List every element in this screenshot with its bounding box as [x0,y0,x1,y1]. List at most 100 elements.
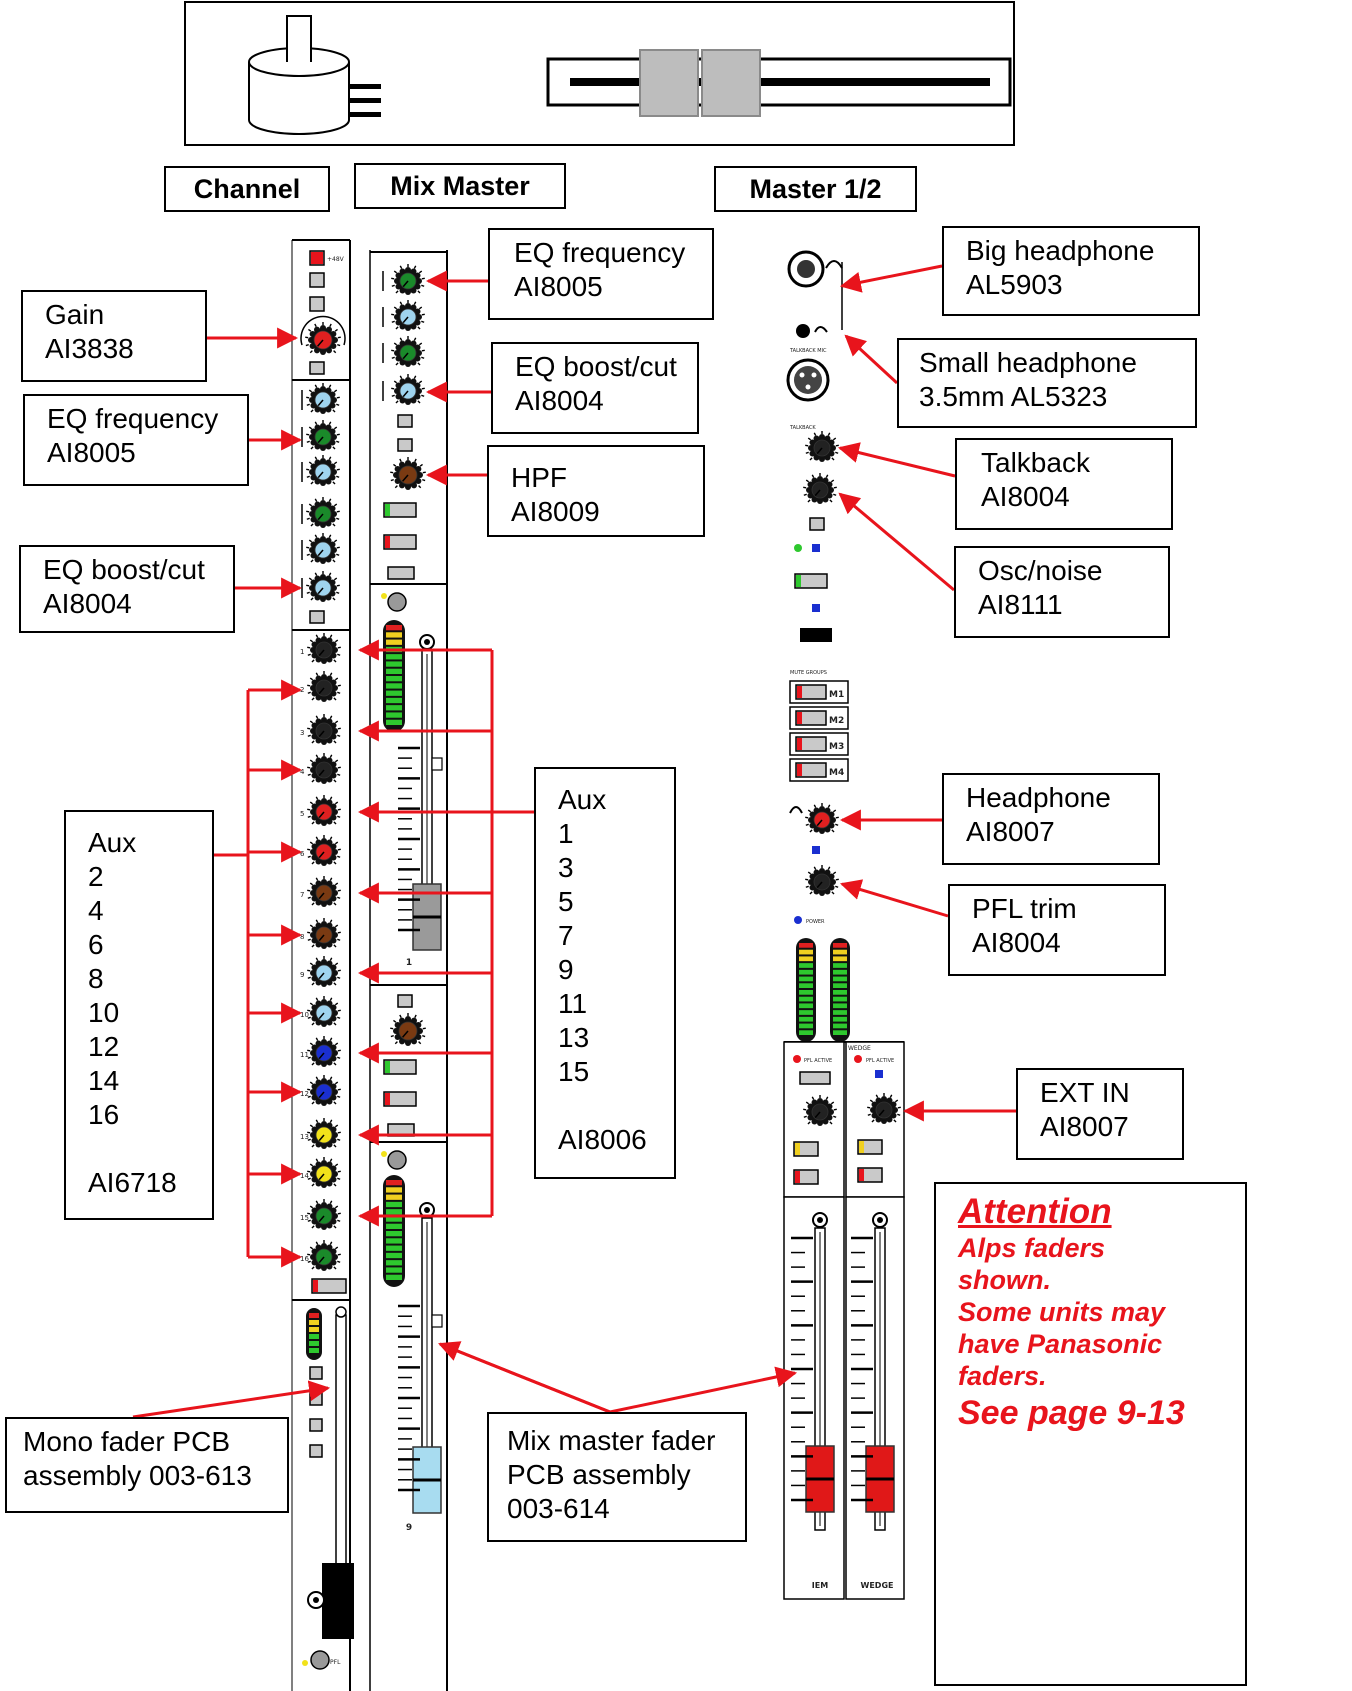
eq-frequency-mid-callout: EQ frequency AI8005 [488,228,714,320]
pfl-active-label: PFL ACTIVE [866,1058,894,1064]
ext-on-button [793,1141,819,1157]
knob-icon [805,803,839,834]
big-headphone-part: AL5903 [966,269,1063,300]
headphone-label: Headphone [966,782,1111,813]
fader-scale [851,1236,873,1502]
aux-left-item: 2 [88,861,104,892]
small-headphone-jack-icon [796,324,810,338]
small-headphone-part: 3.5mm AL5323 [919,381,1108,412]
aux-mid-part: AI8006 [558,1124,647,1155]
aux-left-item: 14 [88,1065,120,1096]
mix-master-header-label: Mix Master [390,170,530,201]
aux-left-item: 8 [88,963,104,994]
gain-part: AI3838 [45,333,134,364]
aux-left-item: 10 [88,997,120,1028]
master-header: Master 1/2 [714,166,917,212]
aux-mid-item: 5 [558,886,574,917]
aux-number: 14 [300,1172,309,1180]
arrow [839,264,943,293]
pfl-trim-callout: PFL trim AI8004 [948,884,1166,976]
rotary-pot-icon [248,15,381,135]
attention-note: Attention Alps faders shown. Some units … [934,1182,1247,1686]
mute-group-button [795,684,827,700]
attention-page-ref: See page 9-13 [958,1394,1185,1432]
mix-master-fader-line1: Mix master fader [507,1425,716,1456]
arrow [609,1366,798,1414]
aux-mid-callout: Aux 1 3 5 7 9 11 13 15 AI8006 [534,767,676,1179]
knob-icon [307,1240,341,1271]
osc-noise-label: Osc/noise [978,555,1103,586]
mono-fader-callout: Mono fader PCB assembly 003-613 [5,1417,289,1513]
knob-icon [391,264,425,295]
eq-boost-left-part: AI8004 [43,588,132,619]
level-meter [383,620,405,732]
mix-strip-number: 1 [406,958,412,968]
fader [412,1202,442,1514]
phantom-label: +48V [327,256,345,263]
mono-fader-line1: Mono fader PCB [23,1426,230,1457]
channel-header-label: Channel [193,173,301,204]
level-meter [830,938,850,1042]
aux-number: 1 [300,648,304,656]
headphone-icon [825,260,843,269]
ext-in-callout: EXT IN AI8007 [1016,1068,1184,1160]
aux-number: 5 [300,810,304,818]
aux-left-part: AI6718 [88,1167,177,1198]
eq-in-button [309,610,325,624]
level-meter [796,938,816,1042]
hpf-callout: HPF AI8009 [487,445,705,537]
mute-group-button [795,762,827,778]
fader [412,634,442,951]
knob-icon [391,374,425,405]
mix-master-strip: 19 [369,250,448,1691]
fader-scale [791,1236,813,1502]
small-headphone-callout: Small headphone 3.5mm AL5323 [897,338,1197,428]
power-label: POWER [806,919,825,925]
mute-group-label: M4 [829,768,844,778]
fader-scale [398,746,420,932]
eq-frequency-left-label: EQ frequency [47,403,219,434]
osc-noise-callout: Osc/noise AI8111 [954,546,1170,638]
knob-icon [307,671,341,702]
eq-frequency-mid-label: EQ frequency [514,237,686,268]
aux-number: 9 [300,971,304,979]
mute-group-button [309,1366,323,1380]
eq-frequency-mid-part: AI8005 [514,271,603,302]
wedge-label: WEDGE [861,1581,894,1590]
mix-mute-button [383,534,417,550]
knob-icon [805,865,839,896]
aux-number: 4 [300,768,305,776]
eq-boost-mid-callout: EQ boost/cut AI8004 [491,342,699,434]
mix-master-header: Mix Master [354,163,566,209]
mute-group-label: M1 [829,690,844,700]
wedge-top-label: WEDGE [848,1045,871,1052]
ext-tb-button [794,573,828,589]
headphone-part: AI8007 [966,816,1055,847]
mute-group-button [309,1418,323,1432]
osc-noise-part: AI8111 [978,589,1063,620]
knob-icon [391,336,425,367]
mix-master-fader-callout: Mix master fader PCB assembly 003-614 [487,1412,747,1542]
arrow [839,879,949,918]
attention-line: shown. [958,1265,1051,1295]
hpf-part: AI8009 [511,496,600,527]
knob-icon [306,571,340,602]
knob-icon [306,455,340,486]
mix-mute-button [383,1091,417,1107]
knob-icon [307,1118,341,1149]
knob-icon [867,1093,901,1124]
mute-group-button [309,1444,323,1458]
eq-frequency-left-callout: EQ frequency AI8005 [23,394,249,486]
headphone-icon [814,326,828,333]
knob-icon [306,533,340,564]
eq-boost-mid-label: EQ boost/cut [515,351,677,382]
knob-icon [803,1095,837,1126]
attention-title: Attention [958,1192,1112,1231]
slide-fader-icon [546,49,1012,117]
eq-boost-left-label: EQ boost/cut [43,554,205,585]
fader-scale [398,1304,420,1492]
aux-number: 2 [300,686,304,694]
